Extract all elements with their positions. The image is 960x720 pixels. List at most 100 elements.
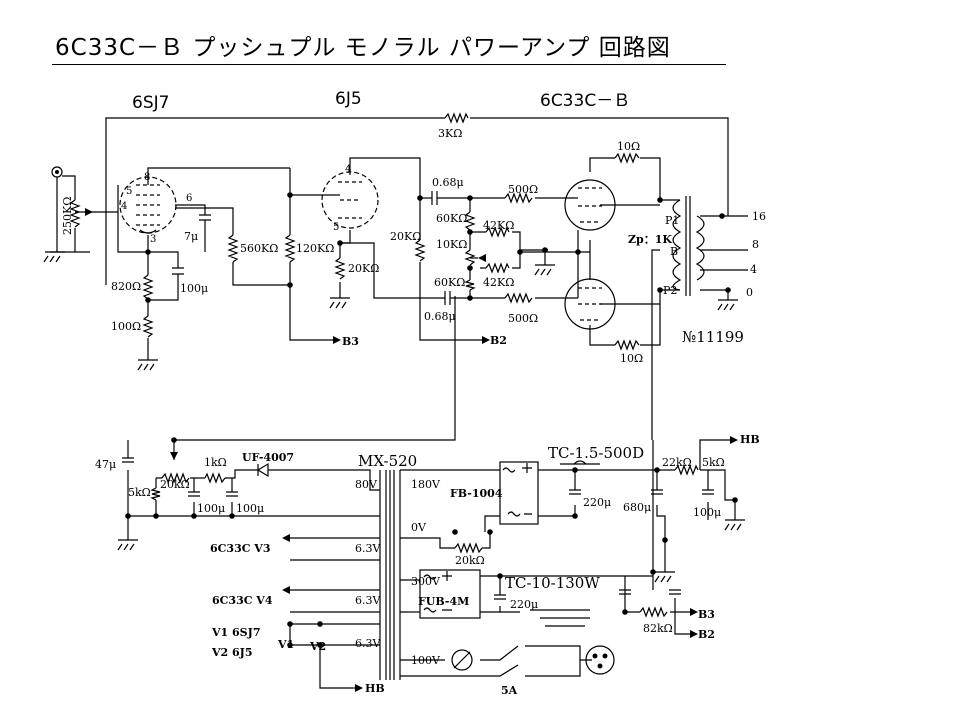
label-b3: B3	[342, 335, 359, 348]
label-choke: TC-10-130W	[505, 574, 600, 592]
label-resistor: 560KΩ	[240, 242, 278, 255]
label-resistor: 500Ω	[508, 312, 538, 325]
label-winding: 100V	[411, 654, 441, 667]
pin-label: 5	[333, 222, 339, 233]
label-resistor: 22kΩ	[662, 456, 692, 469]
b2-arrow-top	[482, 336, 490, 344]
volume-wiper-arrow	[75, 208, 93, 216]
tube-label-v3: 6C33C－Ｂ	[540, 91, 630, 111]
label-resistor: 5kΩ	[702, 456, 725, 469]
rectifier-fub4m	[419, 569, 481, 619]
b3-arrow-top	[333, 336, 341, 344]
label-resistor: 42KΩ	[483, 276, 514, 289]
hb-top-arrow	[730, 436, 738, 444]
label-capacitor: 220μ	[510, 598, 538, 611]
pin-label: 5	[126, 186, 132, 197]
tube-label-v2: 6J5	[335, 89, 362, 109]
label-v2: V2	[309, 640, 326, 653]
hv-components	[454, 460, 714, 627]
label-output-transformer: №11199	[682, 328, 744, 346]
label-winding: 6.3V	[355, 637, 381, 650]
pot-wiper-arrow	[478, 254, 486, 262]
label-winding: 6.3V	[355, 542, 381, 555]
mains-fuse	[451, 649, 473, 671]
diagram-title: 6C33C－Ｂ プッシュプル モノラル パワーアンプ 回路図	[55, 35, 671, 61]
junction-dots	[145, 192, 731, 303]
bias-components	[122, 457, 269, 501]
label-capacitor: 220μ	[583, 496, 611, 509]
pin-label: 8	[144, 172, 150, 183]
b2-out-arrow	[690, 630, 698, 638]
label-rectifier: FB-1004	[450, 487, 503, 500]
tube-6c33c-upper	[564, 179, 616, 231]
pin-label: 3	[150, 234, 156, 245]
label-heater-v1: V1 6SJ7	[211, 626, 260, 639]
mains-plug	[585, 645, 615, 675]
tube-6c33c-lower	[564, 278, 616, 330]
label-tap: B	[670, 245, 678, 258]
label-resistor: 5kΩ	[128, 486, 151, 499]
label-heater-v4: 6C33C V4	[212, 594, 273, 607]
label-tap: P2	[663, 284, 677, 297]
label-resistor: 60KΩ	[434, 276, 465, 289]
title-underline	[52, 64, 726, 65]
label-power-transformer: MX-520	[358, 452, 417, 470]
label-resistor: 20KΩ	[348, 262, 379, 275]
label-tap: 0	[746, 286, 753, 299]
label-resistor: 42KΩ	[483, 219, 514, 232]
label-b3-out: B3	[698, 608, 715, 621]
pin-label: 4	[345, 164, 351, 175]
label-capacitor: 680μ	[623, 501, 651, 514]
label-fuse: 5A	[501, 684, 518, 697]
label-winding: 6.3V	[355, 594, 381, 607]
label-b2: B2	[490, 334, 507, 347]
v3-heater-arrow	[282, 534, 290, 542]
label-tap: 16	[752, 210, 766, 223]
label-capacitor: 100μ	[693, 506, 721, 519]
pin-label: 4	[121, 201, 127, 212]
ground-symbols-bottom	[117, 519, 745, 583]
label-resistor: 20kΩ	[160, 478, 190, 491]
label-b2-out: B2	[698, 628, 715, 641]
label-resistor: 10Ω	[620, 352, 643, 365]
label-diode: UF-4007	[242, 451, 294, 464]
label-capacitor: 0.68μ	[432, 176, 464, 189]
label-resistor: 120KΩ	[296, 242, 334, 255]
label-resistor: 20kΩ	[455, 554, 485, 567]
pin-label: 6	[186, 193, 192, 204]
rectifier-fb1004	[499, 461, 539, 525]
label-winding: 180V	[411, 478, 441, 491]
v4-heater-arrow	[282, 586, 290, 594]
tube-label-v1: 6SJ7	[132, 93, 169, 113]
label-resistor: 20KΩ	[390, 230, 421, 243]
label-heater-v3: 6C33C V3	[210, 542, 271, 555]
label-resistor: 60KΩ	[436, 212, 467, 225]
label-capacitor: 100μ	[180, 282, 208, 295]
label-capacitor: 100μ	[197, 502, 225, 515]
label-capacitor: 47μ	[95, 458, 116, 471]
label-capacitor: 100μ	[236, 502, 264, 515]
ground-symbols	[43, 251, 738, 371]
label-tap: 8	[752, 238, 759, 251]
input-jack	[51, 166, 63, 252]
hb-bot-arrow	[355, 684, 363, 692]
label-hb-top: HB	[740, 433, 760, 446]
wiring-top	[50, 117, 748, 441]
tube-6sj7	[119, 172, 177, 234]
label-tap: 4	[750, 263, 757, 276]
label-choke: TC-1.5-500D	[548, 444, 644, 462]
label-winding: 80V	[355, 478, 378, 491]
label-resistor: 100Ω	[111, 320, 141, 333]
label-tap: P1	[665, 214, 679, 227]
label-resistor: 10KΩ	[436, 238, 467, 251]
label-resistor: 820Ω	[111, 280, 141, 293]
label-resistor: 3KΩ	[438, 127, 462, 140]
b3-out-arrow	[690, 608, 698, 616]
power-transformer	[379, 469, 408, 680]
wiring-power	[127, 439, 736, 689]
label-impedance: Zp：1K	[628, 233, 672, 246]
capacitors-top	[172, 191, 451, 305]
bias-pot-arrow	[170, 452, 178, 460]
label-volume: 250KΩ	[61, 197, 74, 235]
